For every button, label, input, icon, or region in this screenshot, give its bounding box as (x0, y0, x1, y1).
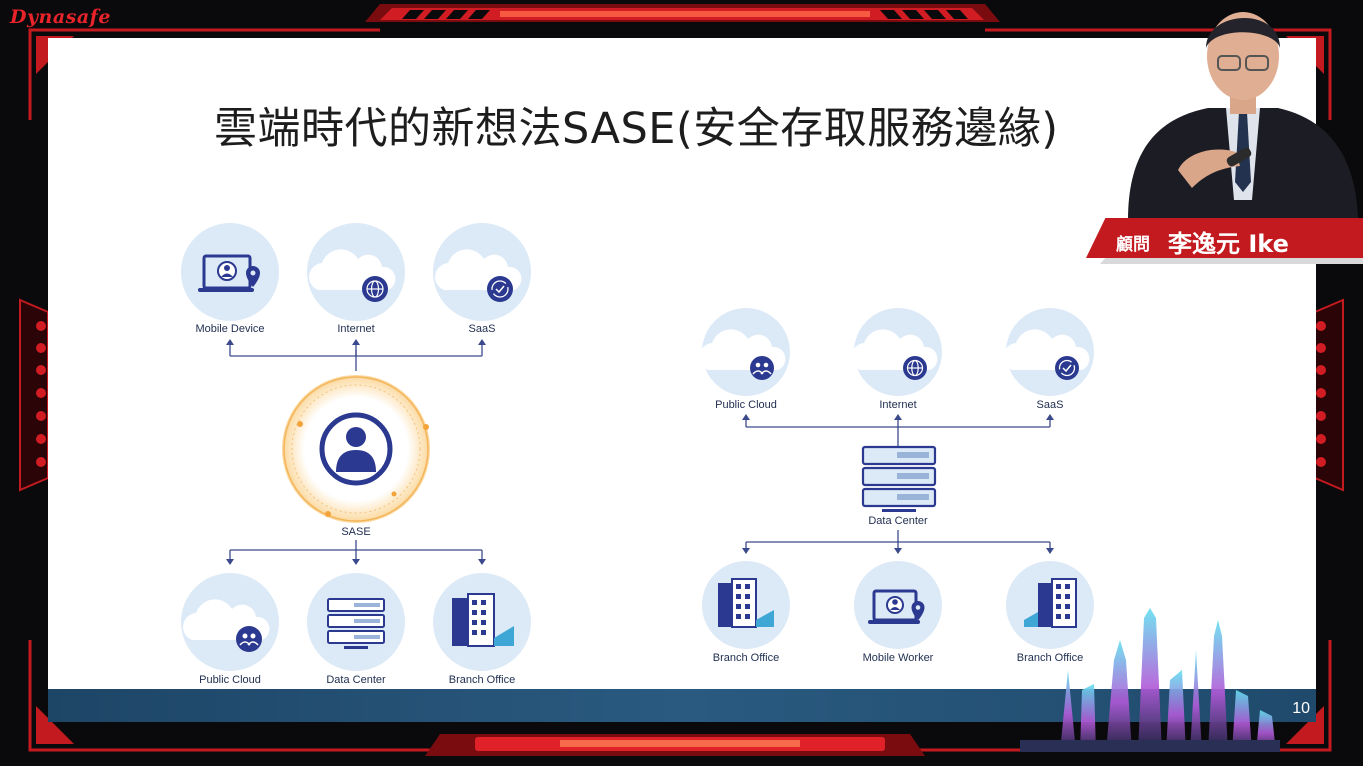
user-icon (319, 412, 393, 486)
users-icon (236, 626, 262, 652)
presenter-name: 李逸元 Ike (1168, 230, 1289, 258)
slide-footer-bar (48, 689, 1316, 722)
mobile-device-node (181, 223, 279, 321)
label-right-saas: SaaS (1037, 399, 1064, 411)
label-internet: Internet (337, 323, 374, 335)
right-branch-office-node-1 (702, 561, 790, 649)
label-saas: SaaS (469, 323, 496, 335)
sase-hub-node (282, 375, 430, 523)
sync-check-icon (1055, 356, 1079, 380)
slide-title: 雲端時代的新想法SASE(安全存取服務邊緣) (214, 104, 1059, 154)
sync-check-icon (487, 276, 513, 302)
label-mobile-device: Mobile Device (195, 323, 264, 335)
building-icon (1024, 578, 1077, 628)
right-public-cloud-node (699, 308, 790, 396)
label-data-center: Data Center (326, 674, 386, 686)
server-rack-icon (327, 598, 385, 649)
mobile-worker-node (854, 561, 942, 649)
public-cloud-node (181, 573, 279, 671)
building-icon (452, 593, 514, 647)
server-rack-icon (861, 445, 937, 512)
users-icon (750, 356, 774, 380)
label-right-data-center: Data Center (868, 515, 928, 527)
right-data-center-node (861, 445, 937, 512)
globe-icon (362, 276, 388, 302)
presenter-name-banner: 顧問 李逸元 Ike (1086, 218, 1363, 264)
city-skyline-graphic (1020, 608, 1280, 752)
label-right-public-cloud: Public Cloud (715, 399, 777, 411)
label-sase: SASE (341, 526, 370, 538)
label-mobile-worker: Mobile Worker (863, 652, 934, 664)
building-icon (718, 578, 774, 628)
laptop-user-icon (868, 589, 925, 624)
label-public-cloud: Public Cloud (199, 674, 261, 686)
presenter-video (1128, 12, 1358, 220)
presenter-role: 顧問 (1116, 235, 1150, 255)
network-diagrams: Mobile Device Internet SaaS (181, 223, 1094, 686)
presentation-slide: 雲端時代的新想法SASE(安全存取服務邊緣) (48, 38, 1316, 722)
label-right-branch-office-2: Branch Office (1017, 652, 1083, 664)
globe-icon (903, 356, 927, 380)
brand-logo: Dynasafe (10, 6, 111, 28)
right-branch-office-node-2 (1006, 561, 1094, 649)
saas-node (433, 223, 531, 321)
right-internet-node (851, 308, 942, 396)
slide-page-number: 10 (1292, 700, 1310, 717)
label-branch-office: Branch Office (449, 674, 515, 686)
branch-office-node (433, 573, 531, 671)
data-center-node (307, 573, 405, 671)
right-saas-node (1003, 308, 1094, 396)
right-diagram (745, 418, 1051, 550)
label-right-internet: Internet (879, 399, 916, 411)
internet-node (307, 223, 405, 321)
label-right-branch-office-1: Branch Office (713, 652, 779, 664)
laptop-user-icon (198, 254, 260, 292)
